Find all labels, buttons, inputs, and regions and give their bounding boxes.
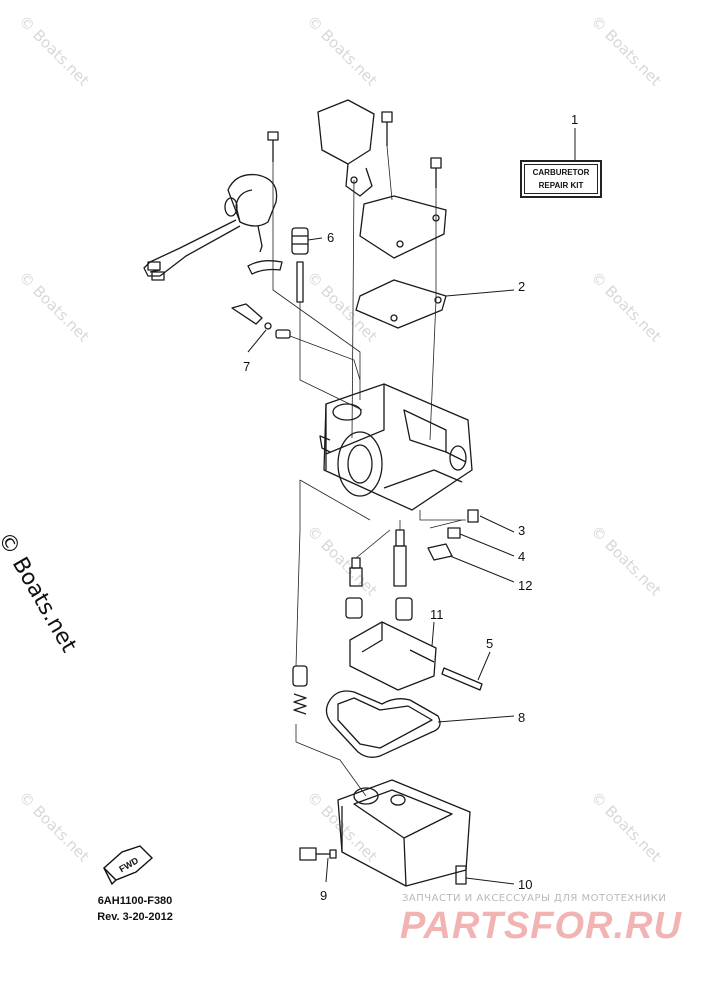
carburetor-body: [319, 383, 473, 511]
solenoid-screw: [267, 131, 279, 162]
part-8-gasket-inner: [337, 697, 433, 749]
top-bracket: [317, 99, 393, 197]
part-8-gasket: [325, 690, 441, 758]
callout-3: 3: [518, 523, 526, 538]
diagram-revision: Rev. 3-20-2012: [97, 911, 173, 923]
jet-sleeve: [345, 597, 363, 619]
part-12-plate: [427, 543, 453, 561]
brand-logo: PARTSFOR.RU: [400, 905, 682, 947]
repair-kit-box: CARBURETOR REPAIR KIT: [520, 160, 602, 198]
part-7-pilot-screw: [231, 303, 291, 339]
callout-12: 12: [518, 578, 533, 593]
part-10-screw: [455, 865, 467, 885]
cover-screw: [430, 157, 442, 188]
part-6-plunger: [291, 227, 309, 255]
fwd-arrow: FWD: [102, 845, 154, 886]
part-3-jet: [467, 509, 479, 523]
callout-10: 10: [518, 877, 533, 892]
callout-1: 1: [571, 112, 579, 127]
part-5-float-pin: [441, 667, 483, 691]
top-cover: [359, 195, 447, 259]
diagram-code: 6AH1100-F380: [97, 895, 173, 907]
brand-tagline: ЗАПЧАСТИ И АКСЕССУАРЫ ДЛЯ МОТОТЕХНИКИ: [402, 893, 667, 904]
needle-rod: [296, 261, 304, 303]
nozzle-sleeve: [395, 597, 413, 621]
callout-7: 7: [243, 359, 251, 374]
repair-kit-line2: REPAIR KIT: [538, 181, 584, 190]
part-4-main-jet: [447, 527, 461, 539]
callout-9: 9: [320, 888, 328, 903]
repair-kit-line1: CARBURETOR: [532, 168, 590, 177]
callout-11: 11: [430, 607, 444, 622]
float-chamber: [337, 779, 471, 887]
alignment-lines: [272, 145, 466, 797]
callout-2: 2: [518, 279, 526, 294]
callout-6: 6: [327, 230, 335, 245]
callout-8: 8: [518, 710, 526, 725]
drain-spring: [292, 665, 308, 715]
diagram-code-block: 6AH1100-F380 Rev. 3-20-2012: [76, 893, 194, 925]
choke-solenoid: [143, 173, 278, 281]
part-9-drain-screw: [299, 847, 337, 861]
callout-5: 5: [486, 636, 494, 651]
leader-lines: [247, 128, 576, 885]
part-11-float: [349, 621, 437, 691]
retaining-clip: [247, 260, 283, 275]
pilot-jet: [349, 557, 363, 587]
gasket-hole: [390, 314, 398, 322]
callout-4: 4: [518, 549, 526, 564]
part-2-gasket: [355, 279, 447, 329]
cover-hole: [396, 240, 404, 248]
main-nozzle: [393, 529, 407, 587]
gasket-hole: [434, 296, 442, 304]
